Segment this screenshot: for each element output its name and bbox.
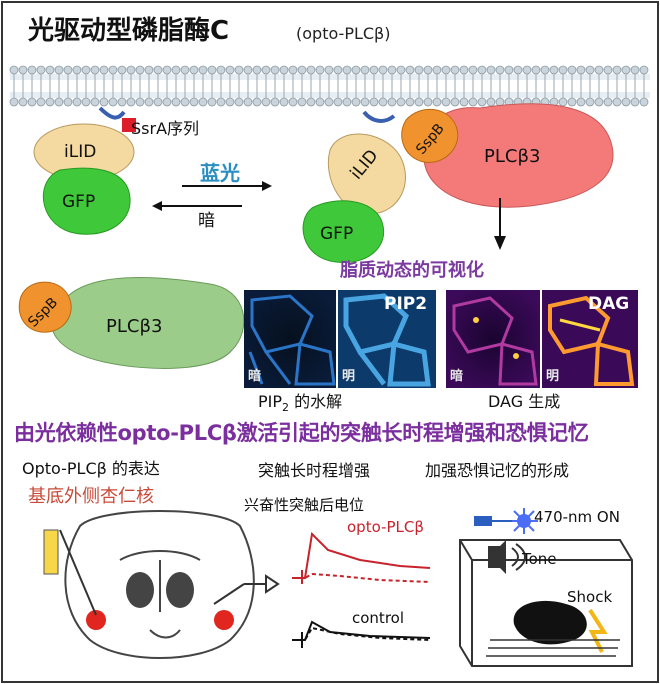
lipid-bilayer xyxy=(9,65,650,107)
shock-label: Shock xyxy=(567,588,613,606)
trace-opto-label: opto-PLCβ xyxy=(347,518,424,536)
pip2-light-tag: 明 xyxy=(342,369,356,384)
ilid-right-shape xyxy=(327,133,406,215)
ilid-left-label: iLID xyxy=(64,142,97,162)
trace-control-label: control xyxy=(352,609,404,627)
linker-right xyxy=(362,110,396,123)
dag-caption: DAG 生成 xyxy=(488,392,561,411)
plc-right-label: PLCβ3 xyxy=(484,146,541,167)
laser-label: 470-nm ON xyxy=(534,508,620,526)
plc-free-label: PLCβ3 xyxy=(106,316,163,337)
brain-slice xyxy=(43,510,280,659)
down-arrow-head xyxy=(494,236,506,250)
blue-light-label: 蓝光 xyxy=(200,161,240,185)
nucleus-label: 基底外侧杏仁核 xyxy=(28,486,154,507)
page-subtitle: (opto-PLCβ) xyxy=(296,24,391,43)
pip2-dark-tag: 暗 xyxy=(248,369,262,384)
tone-label: Tone xyxy=(522,550,557,568)
plc-free-shape xyxy=(51,277,245,369)
epsp-label: 兴奋性突触后电位 xyxy=(244,496,365,514)
fear-label: 加强恐惧记忆的形成 xyxy=(425,461,570,480)
dag-panel-label: DAG xyxy=(588,294,630,314)
ltp-label: 突触长时程增强 xyxy=(258,461,371,480)
ssra-tag xyxy=(122,118,136,132)
expression-label: Opto-PLCβ 的表达 xyxy=(22,459,160,478)
pip2-light-panel xyxy=(338,290,436,388)
dag-light-panel xyxy=(542,290,638,388)
headline: 由光依赖性opto-PLCβ激活引起的突触长时程增强和恐惧记忆 xyxy=(14,421,589,445)
dark-label: 暗 xyxy=(198,211,215,231)
gfp-right-label: GFP xyxy=(320,224,354,244)
pip2-caption: PIP2 的水解 xyxy=(258,392,343,415)
epsp-traces xyxy=(292,531,431,648)
linker-left xyxy=(98,106,126,120)
equilibrium-arrows xyxy=(152,181,272,211)
fear-box xyxy=(459,508,633,667)
dag-dark-panel xyxy=(446,290,540,388)
sspb-right-shape xyxy=(401,108,459,163)
pip2-dark-panel xyxy=(244,290,336,388)
gfp-left xyxy=(42,167,131,235)
pip2-panel-label: PIP2 xyxy=(384,294,428,314)
dag-light-tag: 明 xyxy=(546,369,560,384)
gfp-right-shape xyxy=(302,200,385,263)
dag-dark-tag: 暗 xyxy=(450,369,464,384)
gfp-left-label: GFP xyxy=(62,192,96,212)
imaging-title: 脂质动态的可视化 xyxy=(340,260,484,281)
ssra-label: SsrA序列 xyxy=(131,119,200,138)
sspb-free-shape xyxy=(18,281,72,333)
page-title: 光驱动型磷脂酶C xyxy=(28,16,230,46)
